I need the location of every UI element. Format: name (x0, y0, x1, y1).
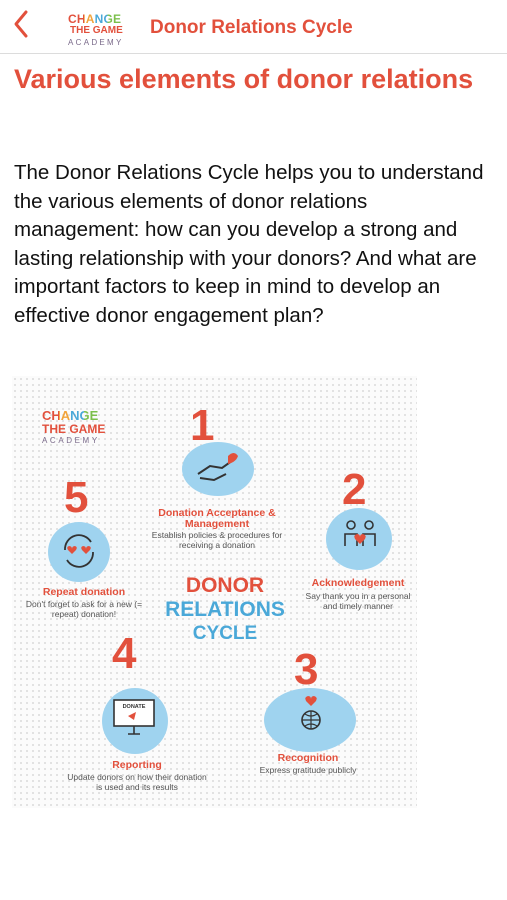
cycle-hearts-icon (64, 534, 94, 568)
page-title: Various elements of donor relations (14, 64, 474, 94)
donate-monitor-icon: DONATE (113, 699, 155, 735)
step-1-number: 1 (190, 401, 215, 450)
infographic-logo: CHANGE THE GAME ACADEMY (42, 408, 132, 450)
step-1-title: Donation Acceptance & Management (158, 507, 276, 530)
step-2-number: 2 (342, 465, 367, 514)
globe-heart-icon (301, 696, 321, 730)
app-logo: CHANGE THE GAME ACADEMY (64, 12, 134, 50)
donor-cycle-infographic: CHANGE THE GAME ACADEMY 1 Donation Accep… (12, 376, 417, 808)
step-5-title: Repeat donation (42, 586, 126, 598)
step-2-title: Acknowledgement (311, 577, 405, 589)
step-3-number: 3 (294, 645, 319, 694)
handshake-icon (197, 453, 238, 482)
infographic-logo-line2: THE GAME (42, 422, 106, 436)
people-heart-icon (344, 520, 376, 546)
logo-line2: THE GAME (70, 25, 123, 36)
step-1-desc: Establish policies & procedures for rece… (151, 530, 283, 550)
cycle-center-line3: CYCLE (192, 623, 258, 644)
cycle-center-label: DONOR RELATIONS CYCLE (160, 574, 290, 646)
step-5-number: 5 (64, 473, 89, 522)
cycle-center-line1: DONOR (185, 574, 265, 597)
step-4-title: Reporting (112, 759, 162, 771)
back-button[interactable] (8, 6, 36, 42)
step-5-blob (48, 522, 110, 582)
chevron-left-icon (14, 10, 28, 38)
step-3-desc: Express gratitude publicly (259, 765, 357, 775)
intro-paragraph: The Donor Relations Cycle helps you to u… (14, 161, 484, 327)
donate-label: DONATE (123, 704, 146, 710)
infographic-logo-line3: ACADEMY (42, 436, 100, 445)
step-3-title: Recognition (277, 752, 339, 764)
step-4-number: 4 (112, 629, 137, 678)
cycle-center-line2: RELATIONS (165, 598, 285, 621)
step-2-desc: Say thank you in a personal and timely m… (305, 591, 411, 611)
logo-line3: ACADEMY (68, 38, 124, 47)
header-title: Donor Relations Cycle (150, 17, 353, 38)
step-5-desc: Don't forget to ask for a new (= repeat)… (25, 599, 143, 619)
step-1-blob (182, 442, 254, 496)
step-4-desc: Update donors on how their donation is u… (67, 772, 207, 792)
logo-line1: CHANGE (68, 12, 122, 26)
app-header: CHANGE THE GAME ACADEMY Donor Relations … (0, 0, 507, 54)
infographic-logo-line1: CHANGE (42, 408, 99, 423)
